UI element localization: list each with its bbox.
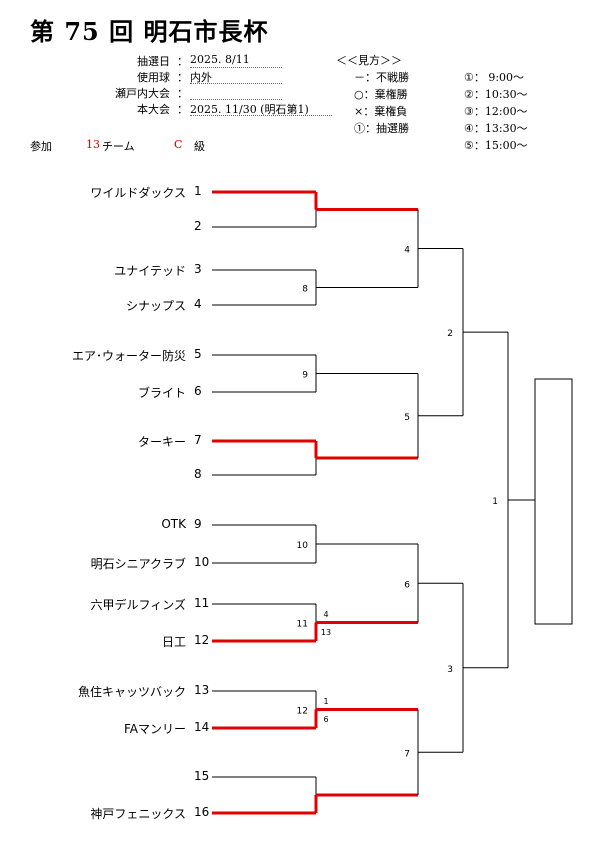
info-value-3: 2025. 11/30 (明石第1) <box>190 101 332 116</box>
bye-mark-8: － <box>321 792 330 802</box>
team-number-6: 6 <box>194 384 202 398</box>
score-12-bottom: 6 <box>323 715 328 724</box>
team-name-1: ワイルドダックス <box>90 186 186 200</box>
participation-unit: チーム <box>102 140 135 153</box>
participation-class: C <box>174 138 183 151</box>
team-number-5: 5 <box>194 347 202 361</box>
team-number-3: 3 <box>194 262 202 276</box>
score-11-bottom: 13 <box>321 628 331 637</box>
match-label-r2-3: 6 <box>404 580 410 590</box>
team-number-7: 7 <box>194 433 202 447</box>
team-name-13: 魚住キャッツバック <box>77 685 186 699</box>
team-name-14: FAマンリー <box>123 722 186 736</box>
team-number-13: 13 <box>194 683 210 697</box>
champion-box <box>534 378 573 625</box>
info-value-1: 内外 <box>190 69 282 84</box>
legend-mark-0: －：不戦勝 <box>354 71 409 84</box>
legend-mark-3: ①：抽選勝 <box>354 122 409 135</box>
info-label-3: 本大会 <box>137 103 170 116</box>
match-label-r2-1: 4 <box>404 246 410 256</box>
info-colon-2: ： <box>177 87 188 100</box>
legend-time-2: ③：12:00～ <box>464 105 528 118</box>
score-12-top: 1 <box>323 697 328 706</box>
match-label-r3-1: 2 <box>447 329 453 339</box>
team-number-14: 14 <box>194 720 210 734</box>
legend-time-4: ⑤：15:00～ <box>464 139 528 152</box>
participation-count: 13 <box>86 138 100 151</box>
team-name-11: 六甲デルフィンズ <box>90 598 186 612</box>
legend-mark-2: ×：棄権負 <box>354 105 408 118</box>
team-name-16: 神戸フェニックス <box>90 807 186 821</box>
info-colon-3: ： <box>177 103 188 116</box>
team-name-9: OTK <box>161 517 186 531</box>
info-colon-1: ： <box>177 71 188 84</box>
info-value-2 <box>190 85 282 100</box>
team-number-16: 16 <box>194 805 210 819</box>
match-label-r3-2: 3 <box>447 665 453 675</box>
page-title: 第 75 回 明石市長杯 <box>30 17 269 46</box>
match-label-r2-2: 5 <box>404 413 410 423</box>
match-label-r2-4: 7 <box>404 749 410 759</box>
match-label-r1-2: 8 <box>302 285 308 295</box>
legend-mark-1: ○：棄権勝 <box>354 88 408 101</box>
legend-time-1: ②：10:30～ <box>464 88 528 101</box>
info-label-2: 瀬戸内大会 <box>115 87 170 100</box>
team-name-3: ユナイテッド <box>114 264 186 278</box>
match-label-r1-6: 11 <box>297 620 308 630</box>
match-label-r1-3: 9 <box>302 371 308 381</box>
team-number-11: 11 <box>194 596 210 610</box>
match-label-final: 1 <box>492 497 498 507</box>
team-number-2: 2 <box>194 219 202 233</box>
info-value-0: 2025. 8/11 <box>190 53 282 68</box>
legend-time-3: ④：13:30～ <box>464 122 528 135</box>
team-name-10: 明石シニアクラブ <box>90 557 186 571</box>
info-label-0: 抽選日 <box>137 55 170 68</box>
legend-title: ＜＜見方＞＞ <box>336 54 402 67</box>
legend-time-0: ①： 9:00～ <box>464 71 525 84</box>
match-label-r1-7: 12 <box>297 707 308 717</box>
bye-mark-1: － <box>321 207 330 217</box>
team-name-5: エア･ウォーター防災 <box>71 349 186 363</box>
team-number-12: 12 <box>194 633 210 647</box>
team-number-15: 15 <box>194 769 210 783</box>
info-label-1: 使用球 <box>137 71 170 84</box>
team-name-12: 日工 <box>161 635 186 649</box>
info-colon-0: ： <box>177 55 188 68</box>
team-name-7: ターキー <box>137 435 186 449</box>
team-number-1: 1 <box>194 184 202 198</box>
team-number-8: 8 <box>194 467 202 481</box>
team-name-4: シナップス <box>125 299 186 313</box>
team-number-4: 4 <box>194 297 202 311</box>
participation-class-unit: 級 <box>194 140 205 153</box>
team-number-10: 10 <box>194 555 210 569</box>
score-11-top: 4 <box>323 610 328 619</box>
team-number-9: 9 <box>194 517 202 531</box>
bye-mark-4: － <box>321 455 330 465</box>
team-name-6: ブライト <box>137 386 186 400</box>
match-label-r1-5: 10 <box>297 541 309 551</box>
participation-label: 参加 <box>30 140 52 153</box>
